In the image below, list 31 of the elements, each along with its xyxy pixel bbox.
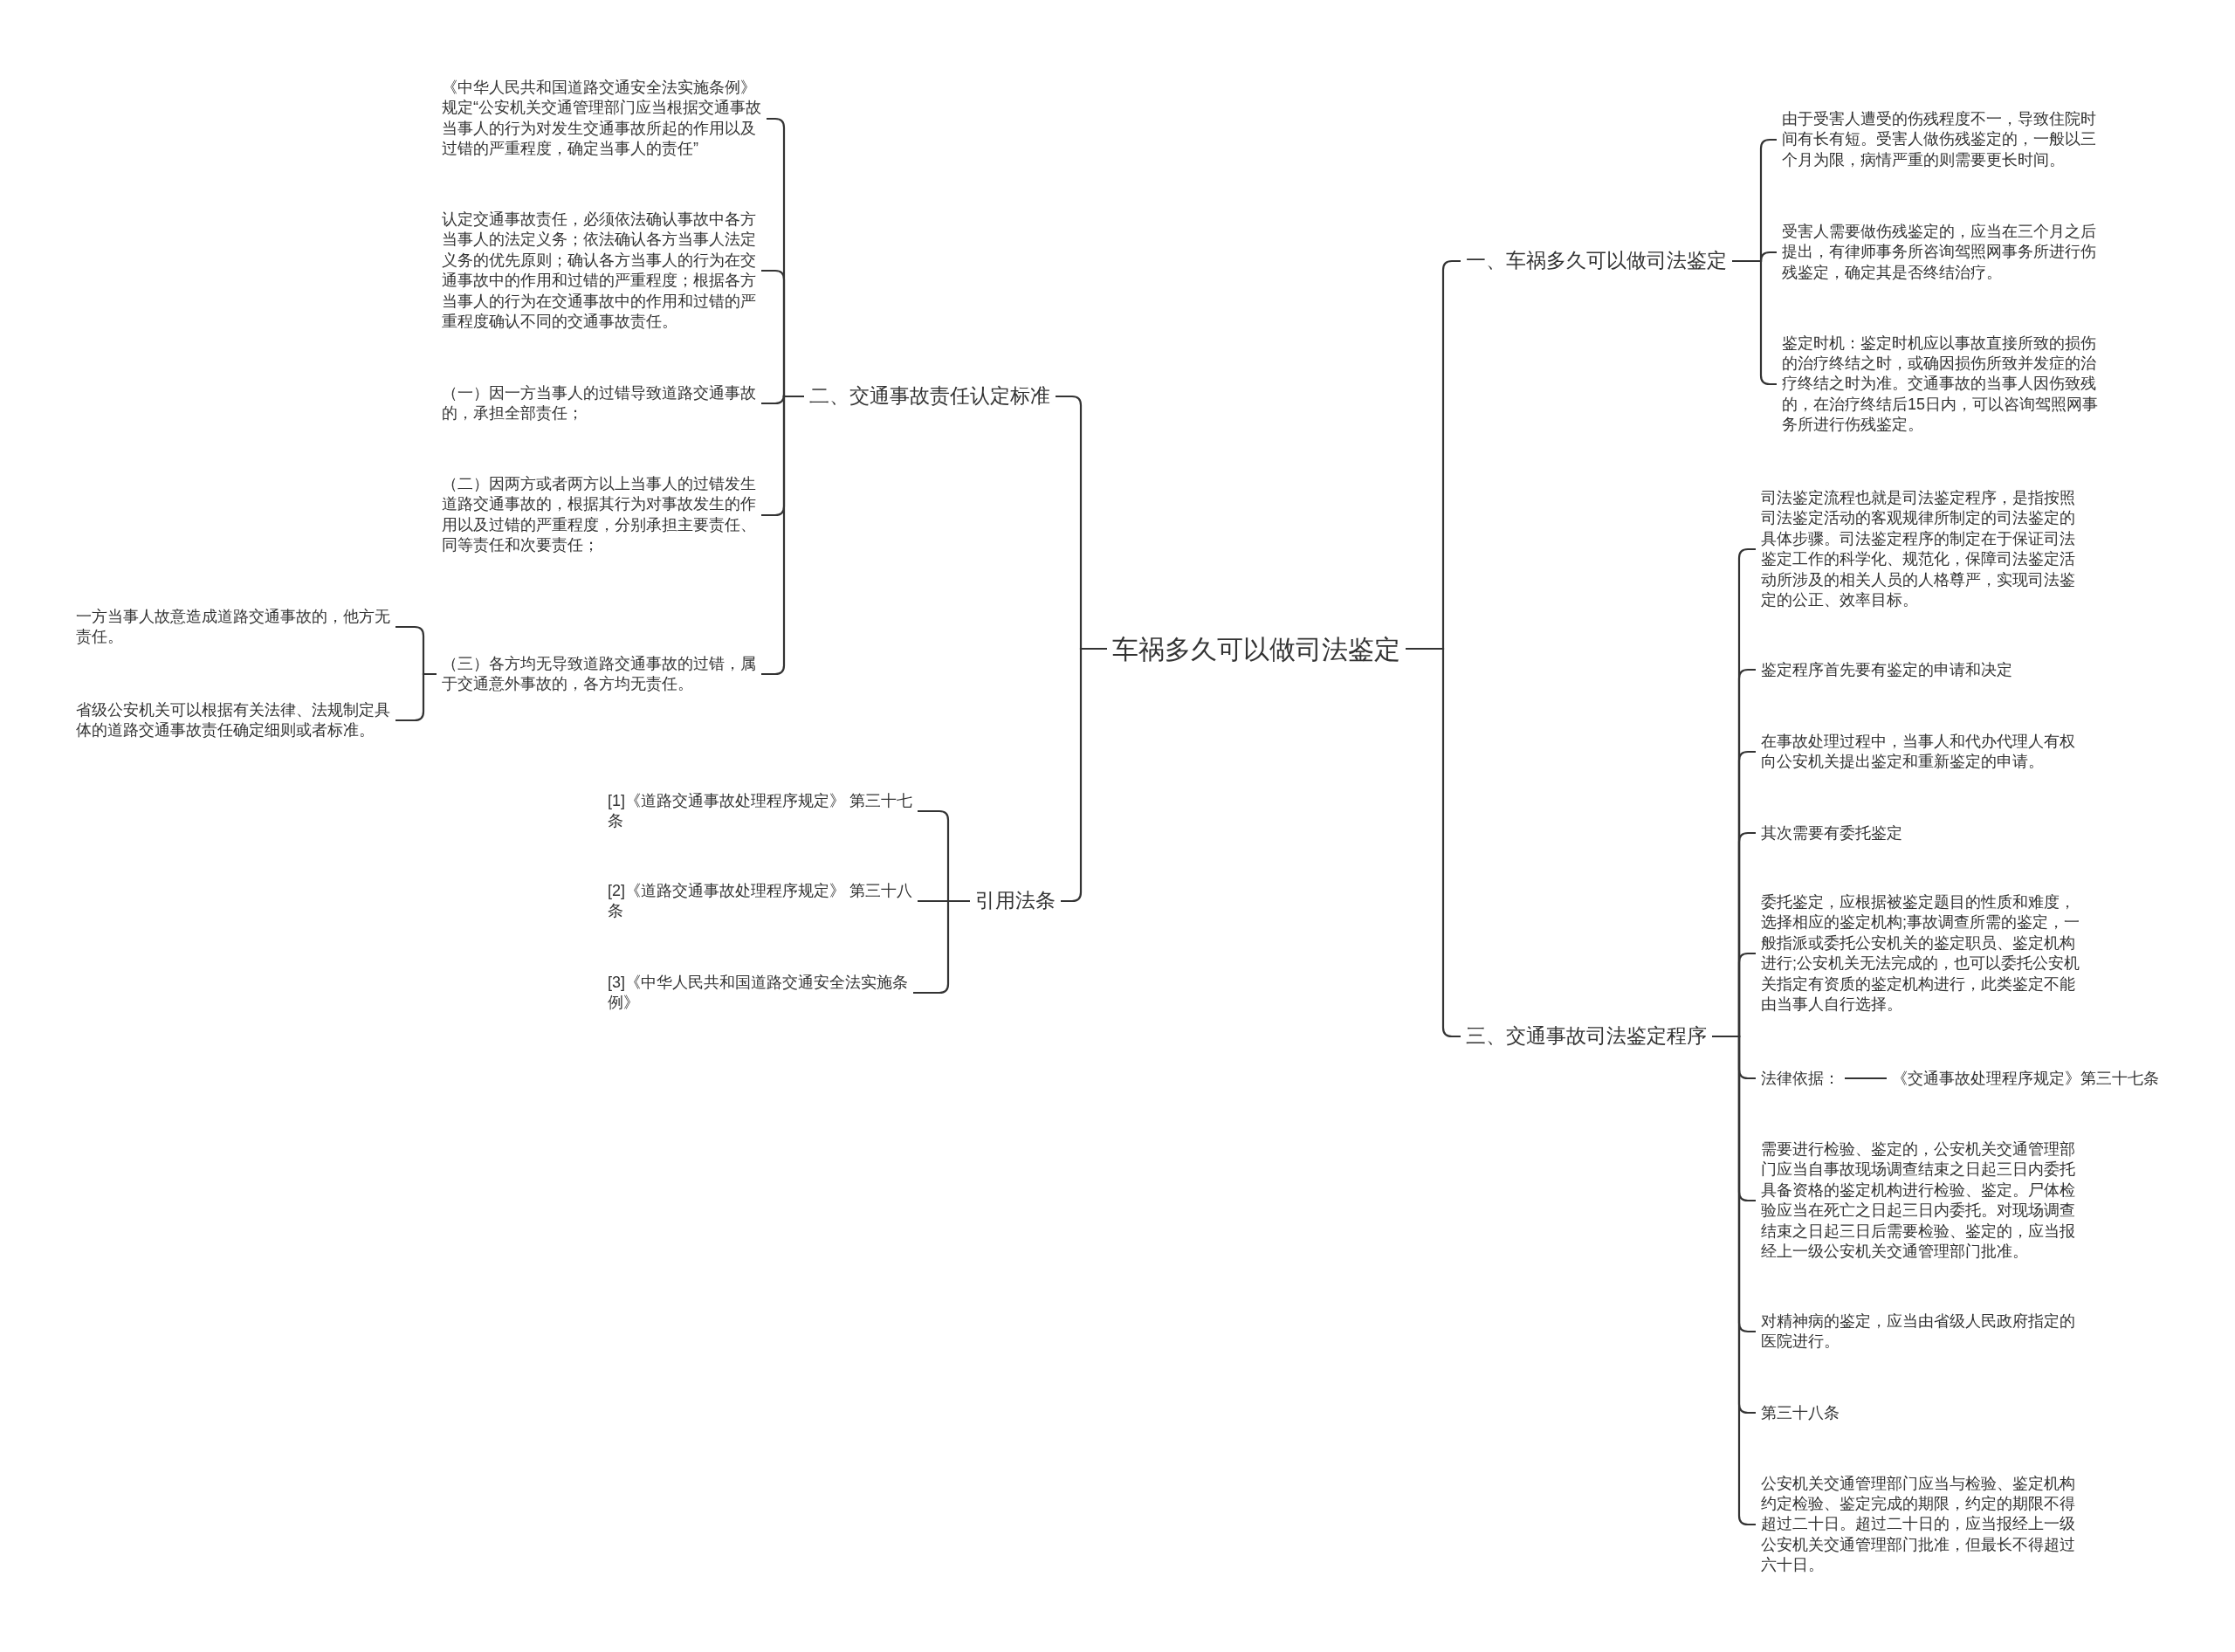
central-topic: 车祸多久可以做司法鉴定 (1112, 631, 1400, 666)
branch-topic: 二、交通事故责任认定标准 (809, 383, 1050, 410)
leaf-text: 《交通事故处理程序规定》第三十七条 (1892, 1068, 2159, 1089)
leaf-text: 司法鉴定流程也就是司法鉴定程序，是指按照司法鉴定活动的客观规律所制定的司法鉴定的具体步骤。司法鉴定程序的制定在于保证司法鉴定工作的科学化、规范化，保障司法鉴定活动所涉及的相关人员的人格尊严，实现司法鉴定的公正、效率目标。 (1761, 488, 2084, 611)
connector-line (913, 899, 970, 995)
leaf-text: 需要进行检验、鉴定的，公安机关交通管理部门应当自事故现场调查结束之日起三日内委托具备资格的鉴定机构进行检验、鉴定。尸体检验应当在死亡之日起三日内委托。对现场调查结束之日起三日后需要检验、鉴定的，应当报经上一级公安机关交通管理部门批准。 (1761, 1139, 2084, 1263)
connector-line (1845, 1077, 1887, 1080)
branch-topic: 一、车祸多久可以做司法鉴定 (1466, 248, 1727, 274)
leaf-text: [2]《道路交通事故处理程序规定》 第三十八条 (608, 880, 927, 922)
leaf-text: 《中华人民共和国道路交通安全法实施条例》规定“公安机关交通管理部门应当根据交通事故当事人的行为对发生交通事故所起的作用以及过错的严重程度，确定当事人的责任” (442, 78, 765, 160)
leaf-text: 省级公安机关可以根据有关法律、法规制定具体的道路交通事故责任确定细则或者标准。 (76, 699, 399, 741)
leaf-text: （二）因两方或者两方以上当事人的过错发生道路交通事故的，根据其行为对事故发生的作用以及过错的严重程度，分别承担主要责任、同等责任和次要责任； (442, 474, 765, 556)
branch-topic: 三、交通事故司法鉴定程序 (1466, 1023, 1707, 1050)
leaf-text: 委托鉴定，应根据被鉴定题目的性质和难度，选择相应的鉴定机构;事故调查所需的鉴定，一般指派或委托公安机关的鉴定职员、鉴定机构进行;公安机关无法完成的，也可以委托公安机关指定有资质的鉴定机构进行，此类鉴定不能由当事人自行选择。 (1761, 892, 2084, 1015)
leaf-text: [3]《中华人民共和国道路交通安全法实施条例》 (608, 972, 927, 1014)
branch-topic: 引用法条 (975, 888, 1056, 914)
leaf-text: 认定交通事故责任，必须依法确认事故中各方当事人的法定义务；依法确认各方当事人法定义务的优先原则；确认各方当事人的行为在交通事故中的作用和过错的严重程度；根据各方当事人的行为在交通事故中的作用和过错的严重程度确认不同的交通事故责任。 (442, 210, 765, 333)
leaf-text: 在事故处理过程中，当事人和代办代理人有权向公安机关提出鉴定和重新鉴定的申请。 (1761, 731, 2084, 773)
leaf-text: 对精神病的鉴定，应当由省级人民政府指定的医院进行。 (1761, 1311, 2084, 1353)
leaf-text: 由于受害人遭受的伤残程度不一，导致住院时间有长有短。受害人做伤残鉴定的，一般以三个月为限，病情严重的则需要更长时间。 (1782, 109, 2105, 171)
leaf-text: 一方当事人故意造成道路交通事故的，他方无责任。 (76, 606, 399, 648)
leaf-text: 第三十八条 (1761, 1402, 2084, 1423)
leaf-text: （三）各方均无导致道路交通事故的过错，属于交通意外事故的，各方均无责任。 (442, 653, 765, 695)
leaf-text: [1]《道路交通事故处理程序规定》 第三十七条 (608, 790, 927, 832)
leaf-text: 其次需要有委托鉴定 (1761, 823, 2084, 843)
leaf-text: 法律依据： (1761, 1068, 1840, 1089)
leaf-text: （一）因一方当事人的过错导致道路交通事故的，承担全部责任； (442, 382, 765, 424)
leaf-text: 鉴定时机：鉴定时机应以事故直接所致的损伤的治疗终结之时，或确因损伤所致并发症的治疗终结之时为准。交通事故的当事人因伤致残的，在治疗终结后15日内，可以咨询驾照网事务所进行伤残鉴定。 (1782, 333, 2105, 436)
leaf-text: 鉴定程序首先要有鉴定的申请和决定 (1761, 659, 2084, 680)
leaf-text: 受害人需要做伤残鉴定的，应当在三个月之后提出，有律师事务所咨询驾照网事务所进行伤残鉴定，确定其是否终结治疗。 (1782, 222, 2105, 284)
leaf-text: 公安机关交通管理部门应当与检验、鉴定机构约定检验、鉴定完成的期限，约定的期限不得超过二十日。超过二十日的，应当报经上一级公安机关交通管理部门批准，但最长不得超过六十日。 (1761, 1473, 2084, 1576)
